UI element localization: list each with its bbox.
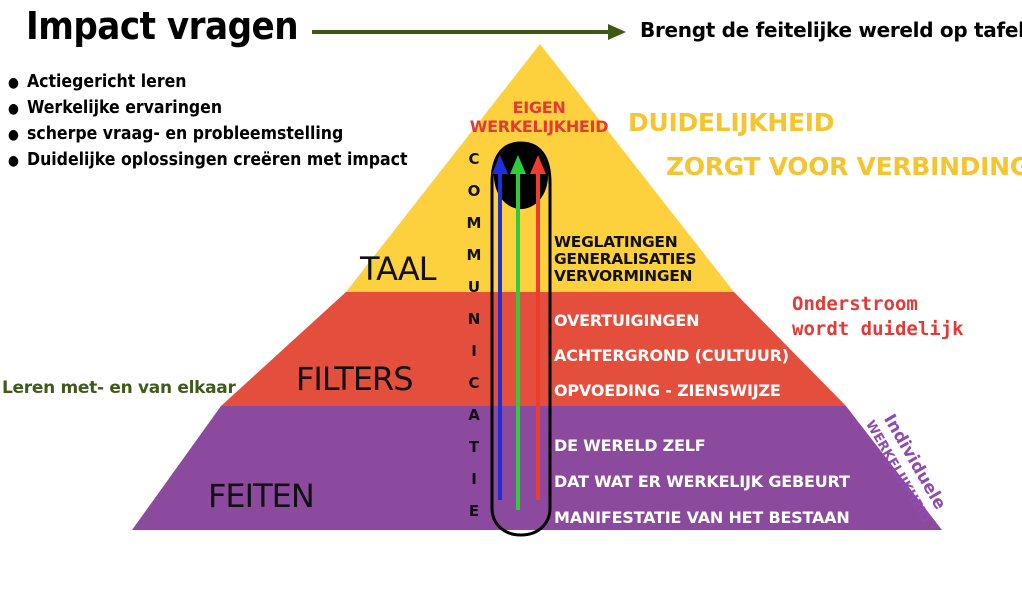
feiten-label: FEITEN [208,477,315,515]
feiten-item: DAT WAT ER WERKELIJK GEBEURT [554,472,850,491]
taal-item: VERVORMINGEN [554,267,693,285]
bullet-item: scherpe vraag- en probleemstelling [8,122,408,148]
communicatie-letter: C [468,374,480,392]
capsule-top-fill [494,143,548,209]
header-arrow-head [608,24,626,40]
communicatie-letter: A [468,406,480,424]
communicatie-letter: I [471,342,477,360]
onderstroom-line: Onderstroom [792,293,918,315]
communicatie-letter: T [468,438,480,456]
left-note: Leren met- en van elkaar [2,378,236,398]
onderstroom-note: Onderstroom wordt duidelijk [792,292,964,342]
arrow-blue-head [492,155,508,174]
communicatie-letter: M [466,214,482,232]
communicatie-letter: N [467,310,481,328]
taal-item: GENERALISATIES [554,250,697,268]
page-title: Impact vragen [26,4,299,48]
communicatie-letter: M [466,246,482,264]
feiten-item: MANIFESTATIE VAN HET BESTAAN [554,508,850,527]
bullet-list: Actiegericht leren Werkelijke ervaringen… [8,70,408,174]
filters-label: FILTERS [296,360,414,398]
filters-item: OPVOEDING - ZIENSWIJZE [554,381,781,400]
arrow-red-head [530,155,546,174]
filters-item: ACHTERGROND (CULTUUR) [554,346,789,365]
communicatie-letter: U [467,278,481,296]
communicatie-capsule [490,141,552,537]
taal-items: WEGLATINGEN GENERALISATIES VERVORMINGEN [554,233,697,285]
communicatie-letter: O [467,182,481,200]
feiten-item: DE WERELD ZELF [554,436,706,455]
bullet-item: Duidelijke oplossingen creëren met impac… [8,148,408,174]
wordt-duidelijk-line: wordt duidelijk [792,318,964,340]
communicatie-letter: C [468,150,480,168]
bullet-item: Werkelijke ervaringen [8,96,408,122]
taal-label: TAAL [360,250,437,288]
filters-item: OVERTUIGINGEN [554,311,700,330]
duidelijkheid-label: DUIDELIJKHEID [628,108,835,137]
pyramid-layer-filters [221,292,846,406]
communicatie-letter: I [471,470,477,488]
eigen-werkelijkheid-label: EIGEN WERKELIJKHEID [466,98,612,136]
communicatie-letter: E [468,502,480,520]
tagline: Brengt de feitelijke wereld op tafel! [640,18,1022,42]
verbinding-label: ZORGT VOOR VERBINDING [666,152,1022,181]
bullet-item: Actiegericht leren [8,70,408,96]
taal-item: WEGLATINGEN [554,233,678,251]
werkelijkheid-line: WERKELIJKHEID [469,117,609,136]
arrow-green-head [510,155,526,174]
eigen-line: EIGEN [512,98,566,117]
